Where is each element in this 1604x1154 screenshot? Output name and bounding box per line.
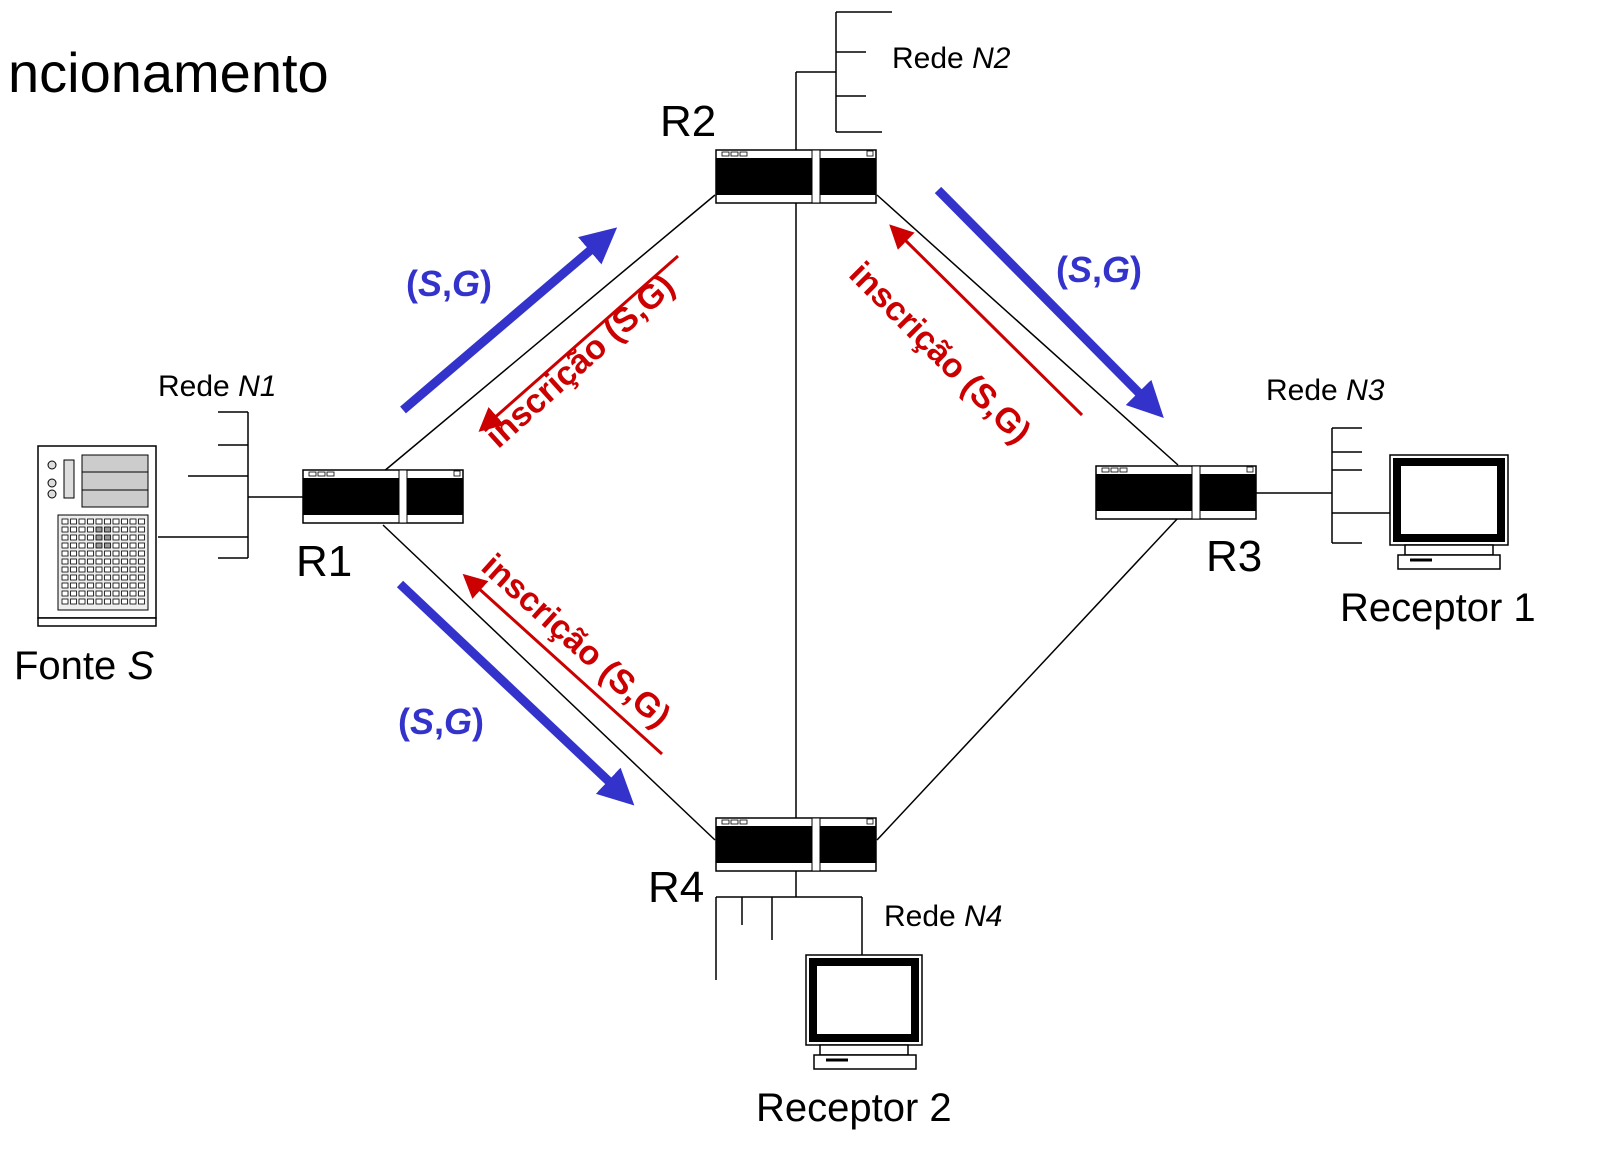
flow-label-r1-r2: (S,G) xyxy=(406,263,493,304)
router-links xyxy=(382,194,1179,841)
network-n4-bus xyxy=(715,870,863,980)
source-label: Fonte S xyxy=(14,644,155,688)
flow-arrow-r1-r2 xyxy=(400,227,618,414)
link-r1-r2 xyxy=(382,194,716,473)
subscription-arrow-r4-r1 xyxy=(462,573,664,756)
router-r1-device xyxy=(302,469,464,524)
router-label-r1: R1 xyxy=(296,537,353,586)
router-r3-device xyxy=(1095,465,1257,520)
receiver2-computer-icon xyxy=(805,954,923,1070)
subscription-arrows xyxy=(462,224,1084,756)
data-flow-arrows xyxy=(396,186,1164,806)
router-r4-device xyxy=(715,817,877,872)
flow-arrow-r2-r3 xyxy=(934,186,1164,418)
network-n1-bus xyxy=(158,411,303,559)
router-label-r3: R3 xyxy=(1206,532,1263,581)
receiver1-computer-icon xyxy=(1389,454,1509,570)
flow-label-r2-r3: (S,G) xyxy=(1056,249,1143,290)
network-label-n3: Rede N3 xyxy=(1266,374,1385,407)
flow-label-r1-r4: (S,G) xyxy=(398,701,485,742)
receiver2-label: Receptor 2 xyxy=(756,1086,952,1130)
receiver1-label: Receptor 1 xyxy=(1340,586,1536,630)
flow-arrow-r1-r4 xyxy=(396,580,635,806)
router-r2-device xyxy=(715,149,877,204)
subscription-arrow-r2-r1 xyxy=(478,254,679,432)
network-n3-bus xyxy=(1256,427,1392,544)
subscription-arrow-r3-r2 xyxy=(889,224,1084,417)
router-label-r2: R2 xyxy=(660,97,717,146)
link-r2-r3 xyxy=(876,194,1179,466)
router-label-r4: R4 xyxy=(648,863,705,912)
link-r1-r4 xyxy=(382,524,716,841)
link-r3-r4 xyxy=(876,517,1179,841)
network-n2-bus xyxy=(795,11,892,152)
network-label-n1: Rede N1 xyxy=(158,370,277,403)
page-title: ncionamento xyxy=(8,41,329,104)
server-icon xyxy=(37,445,157,627)
network-label-n4: Rede N4 xyxy=(884,900,1003,933)
network-label-n2: Rede N2 xyxy=(892,42,1011,75)
